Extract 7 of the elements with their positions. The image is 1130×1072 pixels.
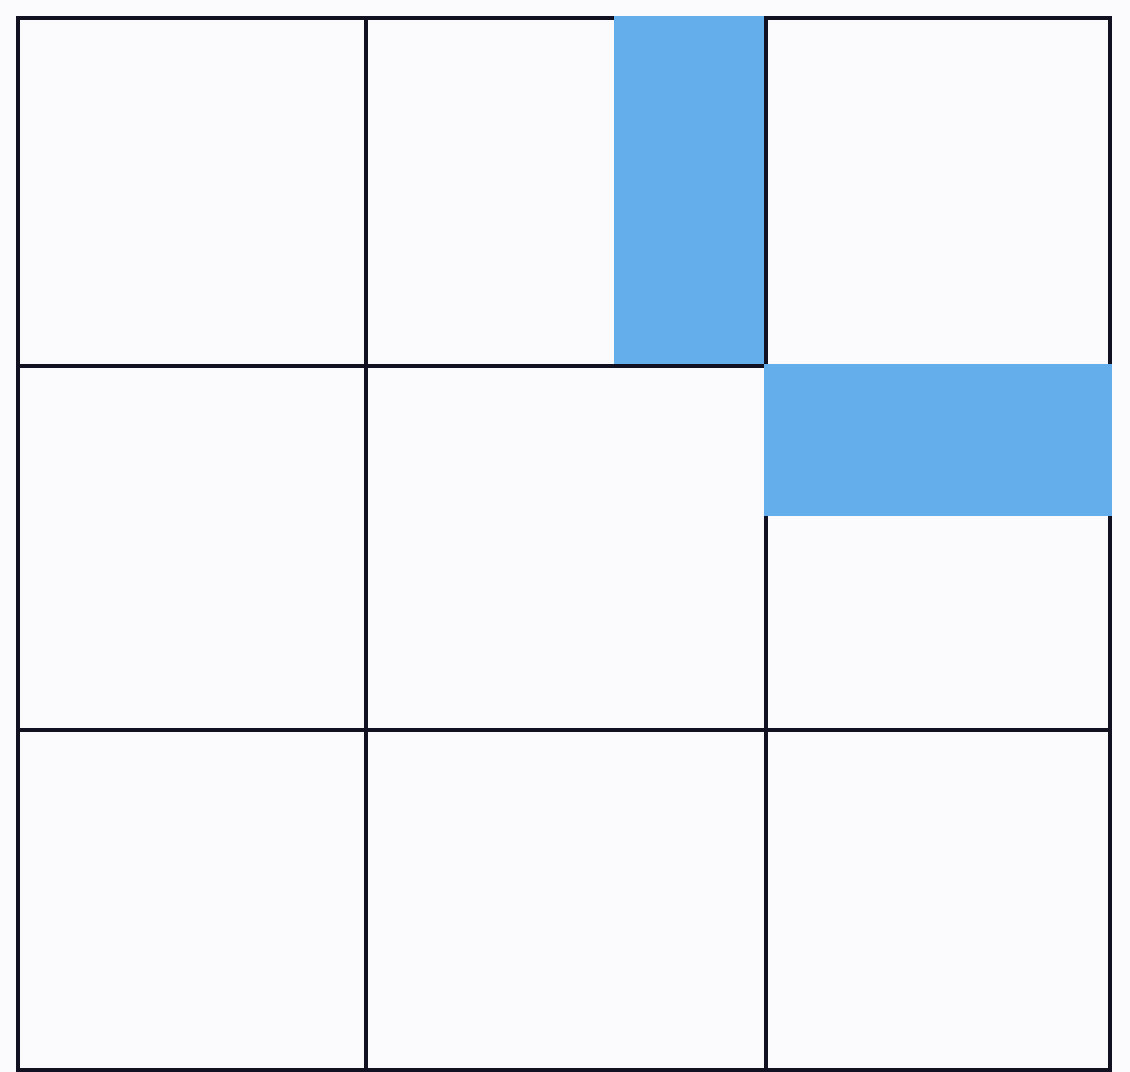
grid-cell	[764, 364, 1112, 732]
grid-cell	[364, 16, 768, 368]
grid-cell	[764, 728, 1112, 1072]
shaded-rectangle	[764, 364, 1112, 516]
grid-cell	[16, 16, 368, 368]
shaded-rectangle	[614, 16, 768, 368]
grid-cell	[16, 728, 368, 1072]
